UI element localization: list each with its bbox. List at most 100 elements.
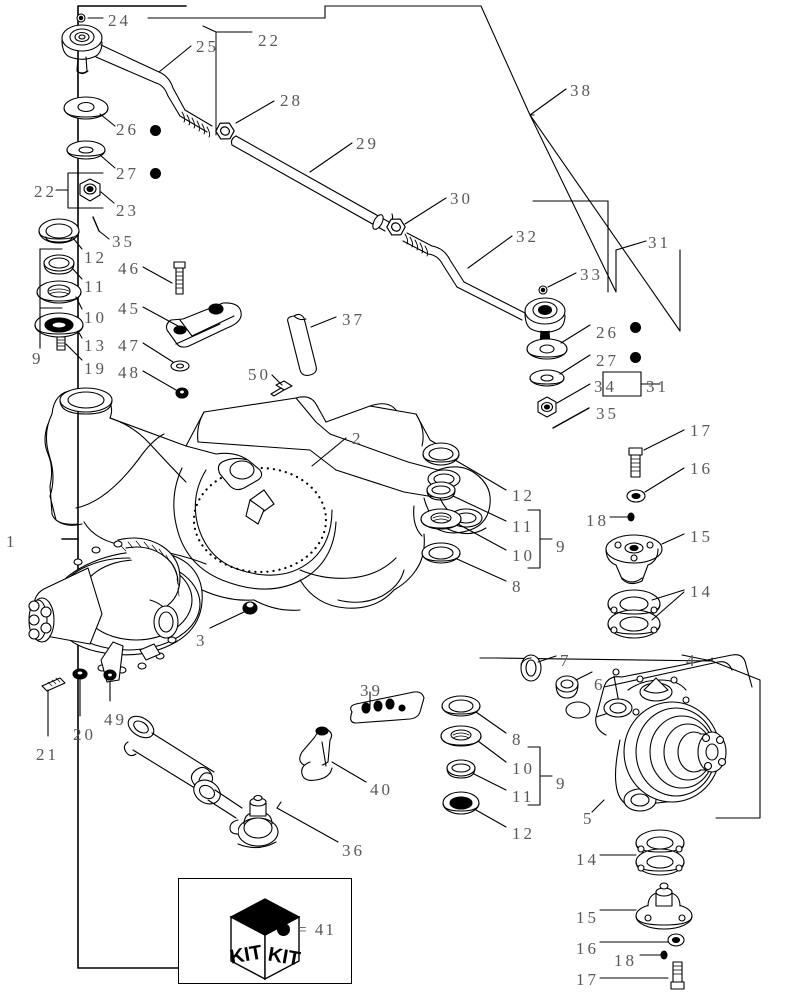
callout-35-cotter-pin-left: 35 [112,232,135,251]
callout-39-clamp-hose: 39 [360,681,383,700]
part-washer-47 [142,342,190,372]
callout-50-cap-screw-housing: 50 [248,365,271,384]
callout-16-washer-lower-right: 16 [576,939,599,958]
callout-17-cap-screw-upper-right: 17 [690,421,713,440]
part-capscrew-50 [270,374,293,397]
callout-5-steering-knuckle: 5 [583,809,595,828]
bracket-38 [324,5,567,116]
part-washer-27 [66,140,116,169]
callout-12-seal-lower-right-kingpin: 12 [512,824,535,843]
callout-45-steering-stop-plate: 45 [118,299,141,318]
callout-18-pin-upper-right: 18 [586,511,609,530]
callout-47-washer-steering-stop: 47 [118,336,141,355]
callout-18-pin-lower-right: 18 [614,951,637,970]
part-seal-ring-8-right-lower [441,695,507,734]
callout-15-kingpin-upper-right: 15 [690,527,713,546]
part-tie-rod-end-right [402,232,566,348]
callout-31-tie-rod-end-kit-right: 31 [648,233,671,252]
part-differential-carrier [28,537,203,674]
callout-26-washer-upper-left: 26 [116,120,139,139]
part-bracket-49 [100,641,124,702]
callout-37-pin-cylinder: 37 [342,310,365,329]
part-tie-rod-thread-left [179,109,213,138]
callout-34-tie-rod-end-kit-part: 34 [594,377,617,396]
leader-28 [235,100,275,124]
part-plug-3 [209,601,258,629]
callout-9-kingpin-bearing-kit-right: 9 [556,537,568,556]
part-cotter-pin-35-left [92,216,110,240]
bracket-9-right-upper [527,509,553,569]
callout-22-tie-rod-kit-bracket-left: 22 [34,182,57,201]
part-washer-16-lower [599,933,685,947]
callout-32-tie-rod-end-right: 32 [516,227,539,246]
part-washer-16-upper [626,467,685,503]
bracket-31-outer [529,114,681,332]
callout-48-nut-steering-stop: 48 [118,363,141,382]
callout-6-bushing-knuckle: 6 [594,675,606,694]
callout-22-tie-rod-assembly-bracket-top: 22 [258,31,281,50]
kit-dot-marker [150,168,161,179]
part-steering-cylinder-36 [123,715,339,849]
part-tie-rod-tube-29 [230,135,394,232]
part-bearing-cup-11-right-upper [426,481,507,522]
part-drainplug-21 [41,677,66,737]
part-seal-12-right-upper [422,442,507,491]
part-seal-7 [520,654,557,682]
part-seal-12-right-lower [442,791,507,828]
part-clamp-39 [350,691,425,724]
part-capscrew-17-lower [599,961,685,990]
callout-46-cap-screw-steering-stop: 46 [118,259,141,278]
kit-legend-box: KIT KIT = 41 [178,878,352,984]
callout-14-shim-kit-lower-right: 14 [576,850,599,869]
callout-4-steering-knuckle-assembly: 4 [686,651,698,670]
part-washer-26 [63,96,116,127]
callout-7-seal-knuckle: 7 [560,651,572,670]
part-capscrew-17-upper [628,429,685,478]
part-setscrew-19-left [56,336,83,361]
part-sensor-bracket-40 [299,726,367,783]
part-seal-ring-8-right-upper [421,542,507,582]
leader-24 [76,13,104,23]
part-jam-nut-30 [384,214,408,240]
callout-20-washer-drain: 20 [73,725,96,744]
part-kingpin-15-upper [605,533,685,585]
part-pin-37 [287,313,337,376]
assembly-bracket-1 [61,5,187,969]
kit-cube-icon: KIT KIT [228,898,302,981]
part-steering-stop-plate-45 [142,302,242,348]
leader-2 [311,437,347,467]
callout-11-bearing-cup-lower-right: 11 [512,787,535,806]
callout-27-flat-washer-right: 27 [596,351,619,370]
callout-49-bracket-sensor: 49 [104,710,127,729]
kit-dot-marker [630,352,641,363]
callout-9-kingpin-bearing-kit-left: 9 [32,349,44,368]
callout-36-steering-cylinder-assembly: 36 [342,841,365,860]
callout-11-bearing-cup-upper-right: 11 [512,517,535,536]
part-bushing-6 [555,671,593,699]
bracket-4 [479,654,761,819]
part-grease-fitting-33 [538,272,577,295]
part-washer-27-right [529,354,591,387]
part-kingpin-15-lower [599,882,693,930]
kit-dot-marker [630,322,641,333]
bracket-31-inner [602,371,661,397]
leader-25 [158,45,192,73]
callout-28-jam-nut-tie-rod: 28 [280,91,303,110]
leader-30 [404,197,447,225]
callout-27-flat-washer-left: 27 [116,164,139,183]
callout-26-washer-right: 26 [596,323,619,342]
part-bearing-13-left [34,312,84,339]
callout-11-bearing-cup-upper-left: 11 [84,277,107,296]
part-bearing-cone-10-left [36,280,83,310]
callout-16-washer-upper-right: 16 [690,459,713,478]
part-bearing-cone-10-right-upper [420,508,507,551]
part-tie-rod-end-left [61,24,186,117]
part-pin-18-upper [609,512,635,522]
callout-40-sensor-bracket-clip: 40 [370,780,393,799]
callout-19-set-screw-left: 19 [84,359,107,378]
part-bearing-cone-10-right-lower [440,725,507,763]
leader-32 [467,235,513,269]
part-washer-20 [72,668,88,717]
callout-1-complete-front-axle-assembly: 1 [6,532,18,551]
